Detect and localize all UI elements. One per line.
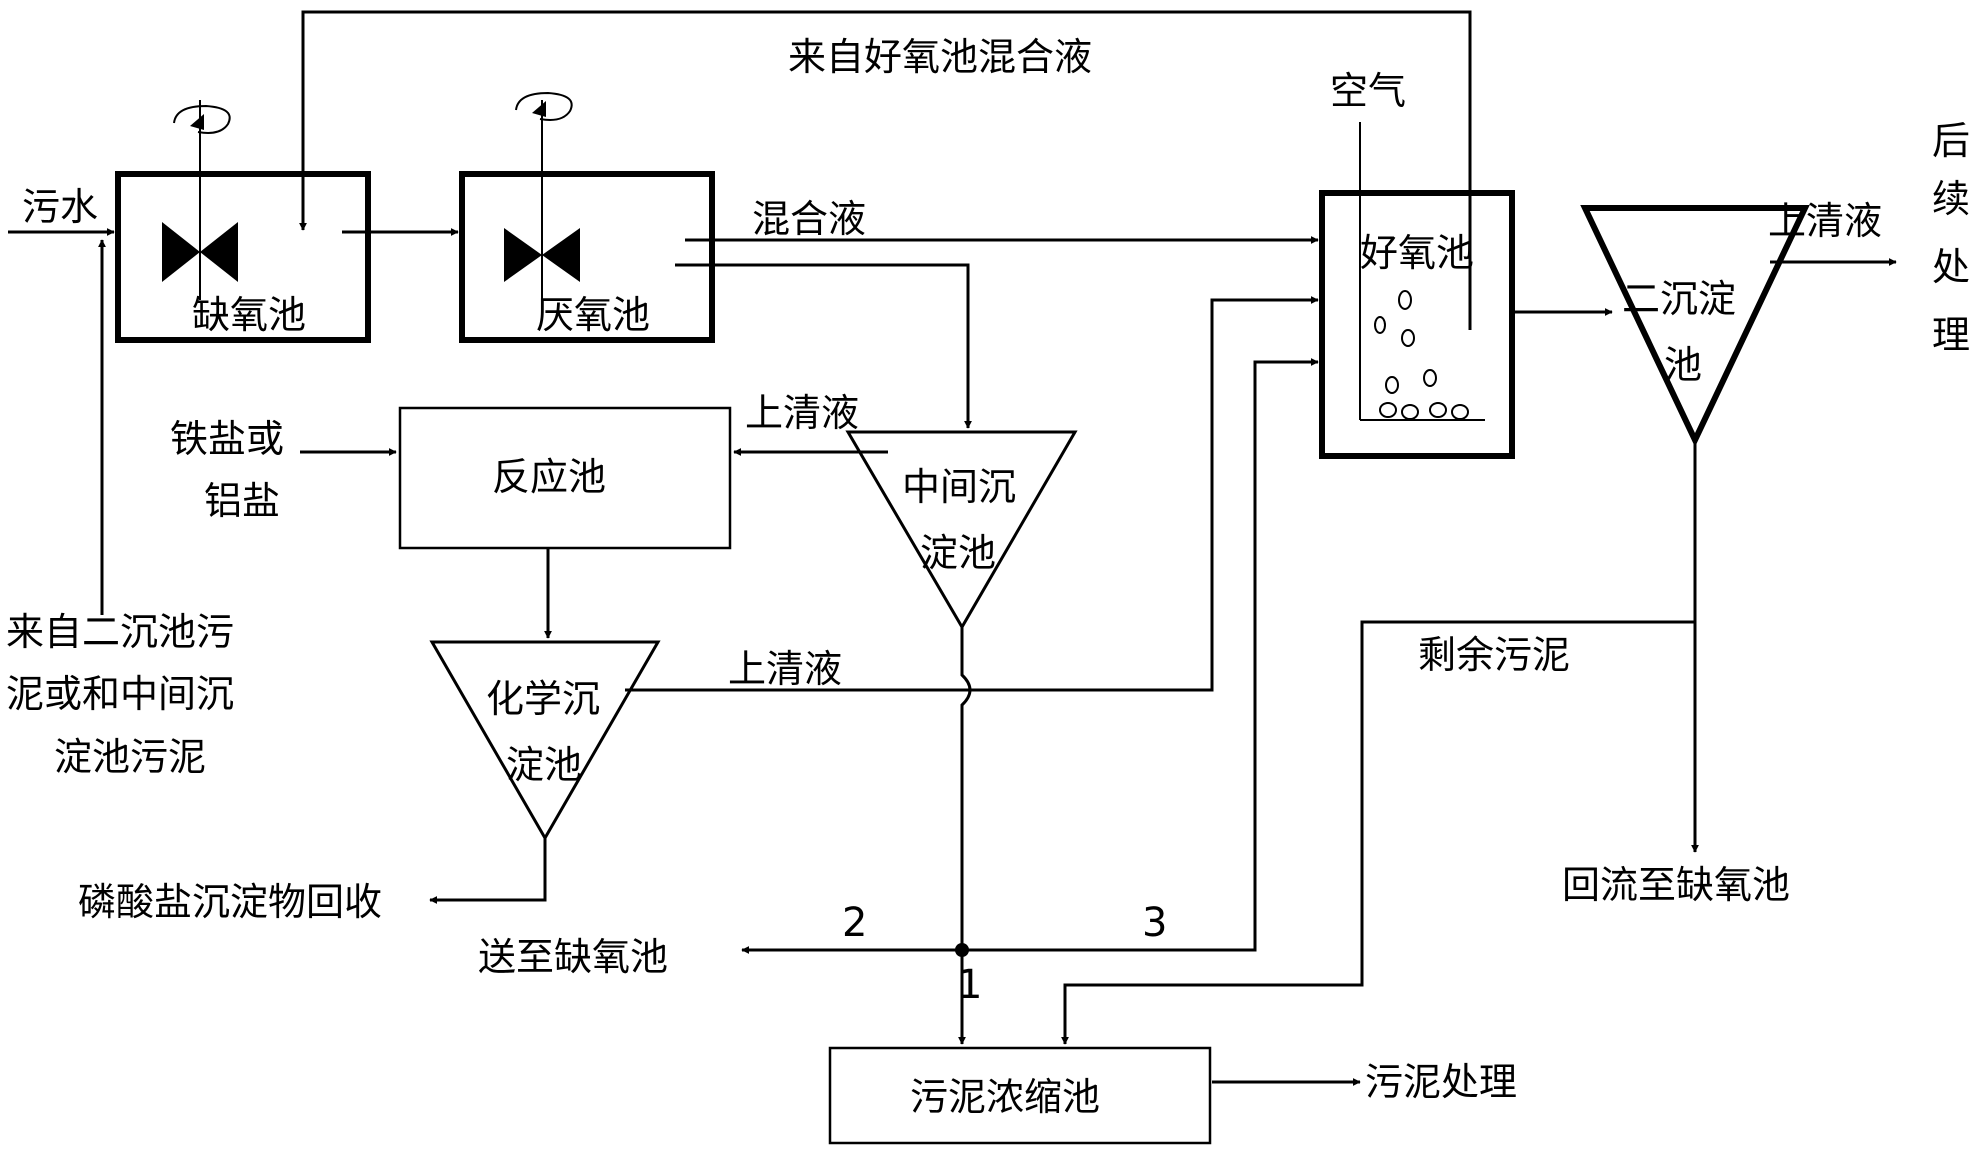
- label-chemical-clarifier-2: 淀池: [506, 743, 582, 787]
- label-air: 空气: [1330, 69, 1406, 113]
- label-supernatant-chemical: 上清液: [728, 647, 842, 691]
- label-mixed-liquor: 混合液: [752, 197, 866, 241]
- label-reaction-tank: 反应池: [492, 455, 606, 499]
- label-intermediate-clarifier-1: 中间沉: [902, 465, 1016, 509]
- label-from-aerobic: 来自好氧池混合液: [788, 35, 1092, 79]
- label-from-sludge-3: 淀池污泥: [54, 735, 206, 779]
- label-return-anoxic: 回流至缺氧池: [1562, 863, 1790, 907]
- aerobic-tank-box: [1319, 190, 1515, 459]
- anoxic-mixer-icon: [162, 100, 238, 300]
- label-phosphate-recovery: 磷酸盐沉淀物回收: [78, 880, 382, 924]
- label-wastewater: 污水: [22, 185, 98, 229]
- reaction-tank-box: [398, 406, 732, 550]
- secondary-clarifier-shape: [1580, 205, 1810, 448]
- label-route-2: 2: [842, 900, 867, 946]
- aerator-icon: [1359, 122, 1485, 421]
- label-route-3: 3: [1142, 900, 1167, 946]
- label-aerobic-tank: 好氧池: [1360, 231, 1474, 275]
- label-further-treatment-1: 后: [1932, 119, 1970, 163]
- chemical-supernatant-line: [625, 296, 1319, 692]
- label-send-anoxic: 送至缺氧池: [478, 935, 668, 979]
- intermediate-clarifier-shape: [845, 430, 1078, 630]
- label-from-sludge-2: 泥或和中间沉: [6, 672, 234, 716]
- label-sludge-thickener: 污泥浓缩池: [910, 1075, 1100, 1119]
- anaerobic-mixer-icon: [504, 91, 580, 300]
- label-route-1: 1: [957, 962, 982, 1008]
- label-supernatant-intermediate: 上清液: [745, 391, 859, 435]
- label-further-treatment-2: 续: [1932, 177, 1970, 221]
- intermediate-underflow-line: [958, 627, 972, 1045]
- chemical-clarifier-shape: [429, 640, 661, 842]
- label-further-treatment-3: 处: [1932, 245, 1970, 289]
- anoxic-tank-box: [115, 171, 371, 343]
- phosphate-recovery-arrow: [429, 838, 547, 904]
- label-sludge-treatment: 污泥处理: [1365, 1060, 1517, 1104]
- label-chemical-clarifier-1: 化学沉: [486, 677, 600, 721]
- label-iron-aluminum-2: 铝盐: [204, 479, 280, 523]
- anaerobic-to-intermediate-arrow: [675, 263, 972, 429]
- label-supernatant-secondary: 上清液: [1768, 199, 1882, 243]
- label-secondary-clarifier-2: 池: [1664, 343, 1702, 387]
- label-excess-sludge: 剩余污泥: [1418, 633, 1570, 677]
- anaerobic-tank-box: [459, 171, 715, 343]
- route-3-line: [962, 358, 1319, 952]
- excess-sludge-line: [1061, 620, 1695, 1045]
- label-iron-aluminum-1: 铁盐或: [170, 417, 284, 461]
- label-anaerobic-tank: 厌氧池: [536, 293, 650, 337]
- aerobic-recycle-line: [299, 10, 1472, 330]
- label-further-treatment-4: 理: [1932, 313, 1970, 357]
- label-secondary-clarifier-1: 二沉淀: [1622, 277, 1736, 321]
- sludge-thickener-box: [828, 1046, 1212, 1145]
- label-from-sludge-1: 来自二沉池污: [6, 610, 234, 654]
- label-anoxic-tank: 缺氧池: [192, 293, 306, 337]
- label-intermediate-clarifier-2: 淀池: [920, 531, 996, 575]
